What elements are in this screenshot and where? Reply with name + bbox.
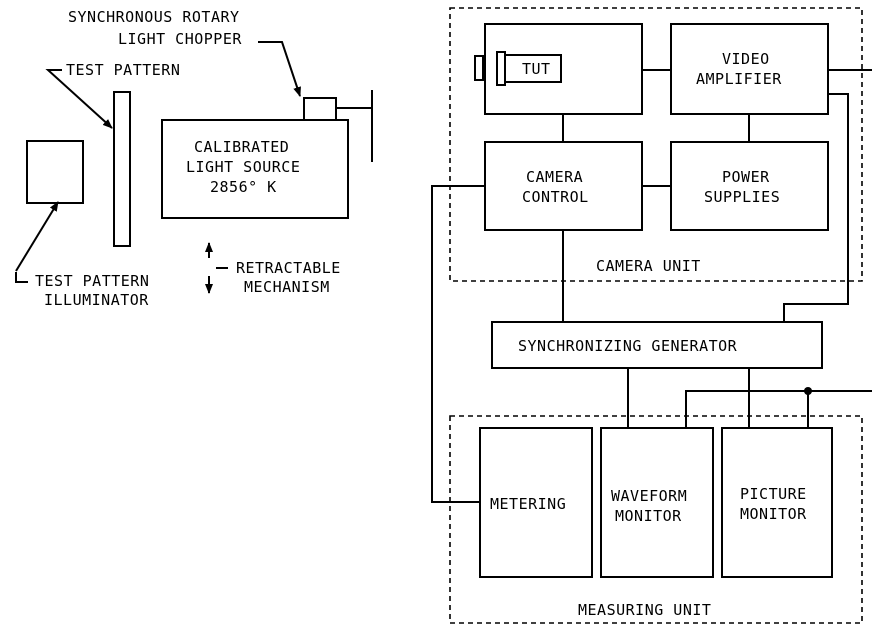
test-pattern-label: TEST PATTERN <box>66 61 180 79</box>
test-pattern-leader <box>45 69 113 129</box>
illuminator-label-line2: ILLUMINATOR <box>44 291 149 309</box>
waveform-monitor-box <box>600 427 714 578</box>
light-source-box <box>161 119 349 219</box>
power-supplies-label-line2: SUPPLIES <box>704 188 780 206</box>
test-pattern-plate <box>113 91 131 247</box>
camera-control-label-line1: CAMERA <box>526 168 583 186</box>
retract-label-line2: MECHANISM <box>244 278 330 296</box>
metering-box <box>479 427 593 578</box>
illuminator-leader-line <box>15 272 28 283</box>
chopper-leader <box>258 41 301 97</box>
video-amplifier-label-line1: VIDEO <box>722 50 770 68</box>
picture-monitor-label-line1: PICTURE <box>740 485 807 503</box>
illuminator-label-line1: TEST PATTERN <box>35 272 149 290</box>
optical-setup: TEST PATTERN ILLUMINATOR TEST PATTERN CA… <box>15 8 373 309</box>
light-source-label-line2: LIGHT SOURCE <box>186 158 300 176</box>
metering-label: METERING <box>490 495 566 513</box>
picture-monitor-box <box>721 427 833 578</box>
illuminator-leader-arrow <box>15 201 59 272</box>
camera-unit-label: CAMERA UNIT <box>596 257 701 275</box>
illuminator-box <box>26 140 84 204</box>
measuring-unit: METERING WAVEFORM MONITOR PICTURE MONITO… <box>449 415 863 624</box>
camera-connections <box>431 69 872 503</box>
camera-unit-border <box>449 7 863 282</box>
light-source-label-line3: 2856° K <box>210 178 277 196</box>
sync-generator-box <box>491 321 823 369</box>
camera-control-box <box>484 141 643 231</box>
tut-label: TUT <box>522 60 551 78</box>
waveform-monitor-label-line2: MONITOR <box>615 507 682 525</box>
camera-control-label-line2: CONTROL <box>522 188 589 206</box>
waveform-monitor-label-line1: WAVEFORM <box>611 487 687 505</box>
picture-monitor-label-line2: MONITOR <box>740 505 807 523</box>
tut-lens <box>474 55 484 81</box>
light-source-label-line1: CALIBRATED <box>194 138 289 156</box>
retract-label-line1: RETRACTABLE <box>236 259 341 277</box>
video-amplifier-label-line2: AMPLIFIER <box>696 70 782 88</box>
power-supplies-box <box>670 141 829 231</box>
video-amplifier-box <box>670 23 829 115</box>
measuring-unit-border <box>449 415 863 624</box>
sync-generator-label: SYNCHRONIZING GENERATOR <box>518 337 738 355</box>
measuring-unit-label: MEASURING UNIT <box>578 601 711 619</box>
chopper-label-line1: SYNCHRONOUS ROTARY <box>68 8 240 26</box>
power-supplies-label-line1: POWER <box>722 168 770 186</box>
camera-unit: TUT VIDEO AMPLIFIER CAMERA CONTROL POWER… <box>449 7 863 282</box>
chopper-label-line2: LIGHT CHOPPER <box>118 30 242 48</box>
junction-dot <box>804 387 812 395</box>
tut-tube <box>504 54 562 83</box>
tut-flange <box>496 51 506 86</box>
measuring-connections <box>627 368 872 428</box>
chopper-box <box>303 97 337 121</box>
